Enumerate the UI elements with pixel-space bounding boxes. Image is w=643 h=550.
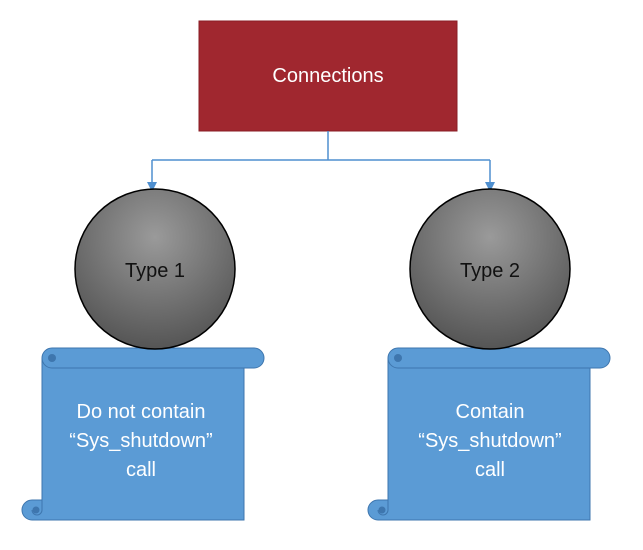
type-1-desc-line-3: call (126, 459, 156, 481)
node-type-2: Type 2 Contain “Sys_shutdown” call (367, 188, 611, 521)
connections-box: Connections (198, 20, 458, 132)
type-1-desc-line-2: “Sys_shutdown” (69, 430, 212, 452)
connections-label: Connections (272, 65, 383, 87)
type-1-label: Type 1 (125, 260, 185, 282)
type-2-desc-line-1: Contain (456, 401, 525, 423)
type-1-desc-line-1: Do not contain (77, 401, 206, 423)
type-2-desc-line-3: call (475, 459, 505, 481)
scroll-right (367, 347, 611, 521)
type-2-label: Type 2 (460, 260, 520, 282)
circle-type-2 (409, 188, 571, 350)
scroll-left (21, 347, 265, 521)
connections-box-shape (198, 20, 458, 132)
circle-type-1 (74, 188, 236, 350)
type-2-desc-line-2: “Sys_shutdown” (418, 430, 561, 452)
node-type-1: Type 1 Do not contain “Sys_shutdown” cal… (21, 188, 265, 521)
connector-lines (147, 131, 495, 192)
